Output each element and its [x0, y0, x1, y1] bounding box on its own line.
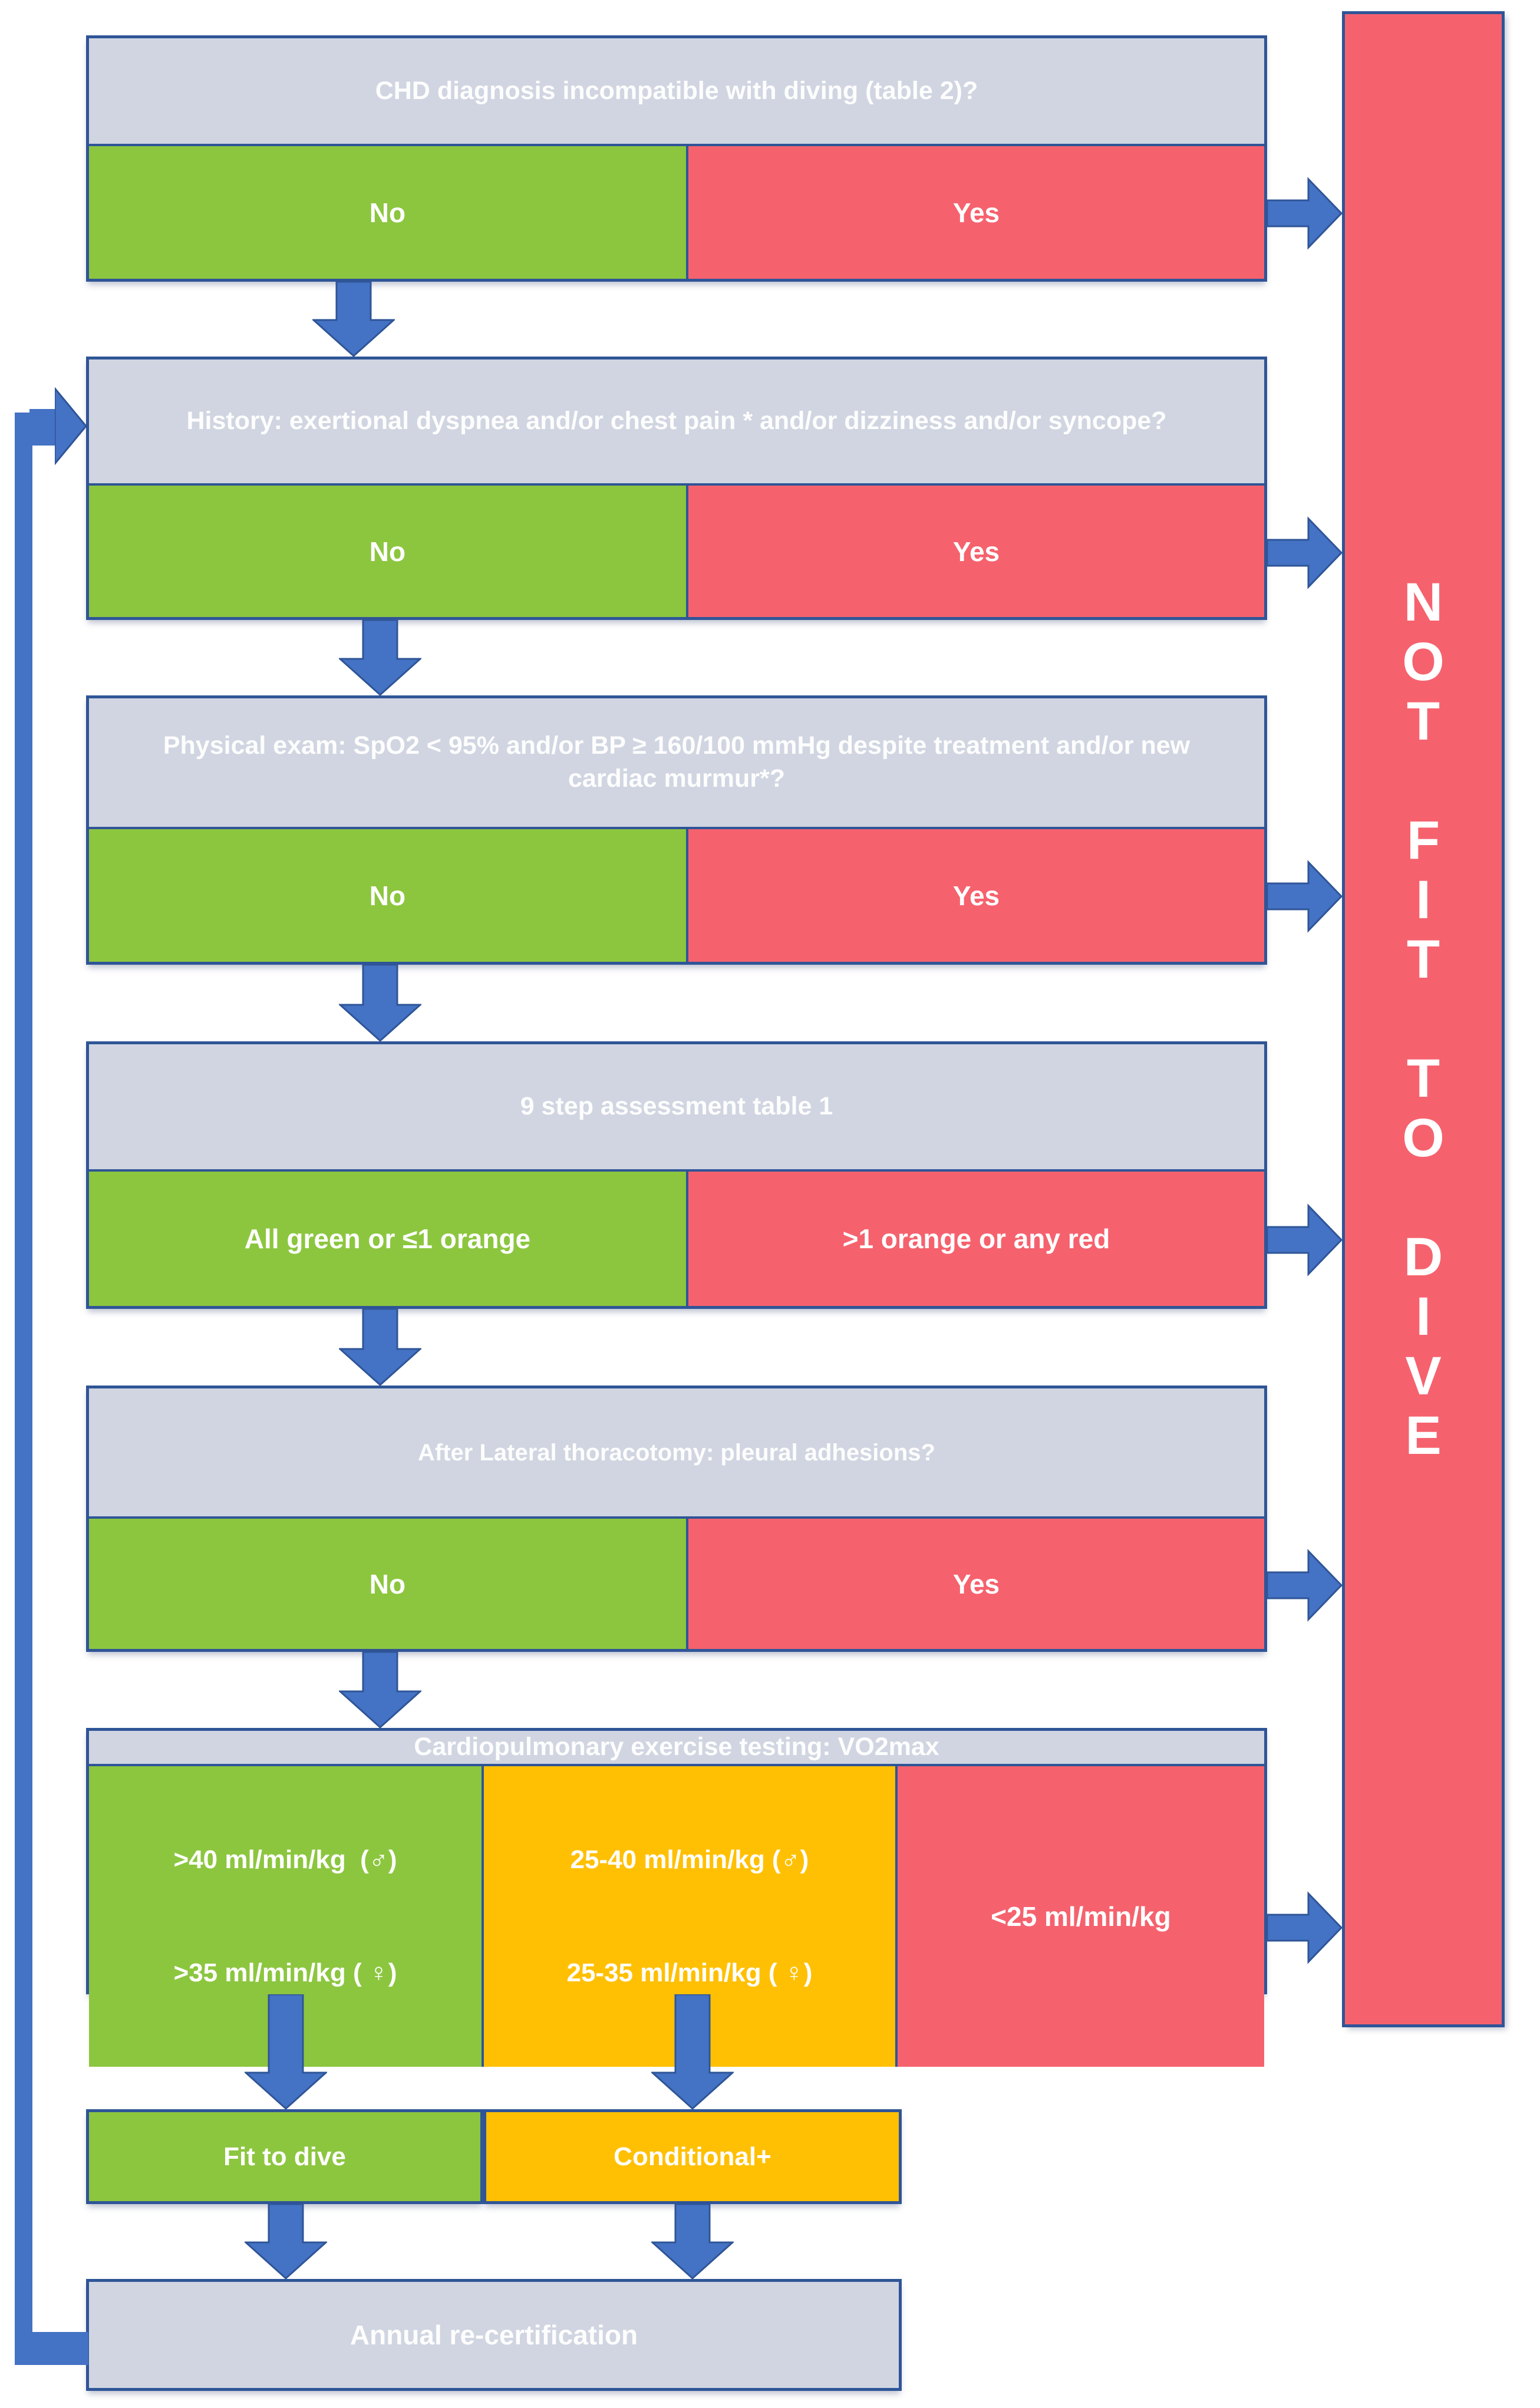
question-chd-diagnosis: CHD diagnosis incompatible with diving (… [89, 38, 1264, 146]
answer-row: No Yes [89, 1519, 1264, 1649]
annual-recertification-box: Annual re-certification [86, 2279, 902, 2391]
answer-row: No Yes [89, 146, 1264, 279]
recert-loop-top-stem [29, 409, 58, 446]
not-fit-to-dive-text: N O T F I T T O D I V E [1402, 572, 1445, 1466]
answer-yes: Yes [685, 146, 1264, 279]
answer-no: No [89, 486, 686, 617]
arrow-down-icon [651, 2204, 734, 2279]
arrow-right-icon [1267, 1203, 1342, 1276]
answer-row: No Yes [89, 829, 1264, 962]
arrow-down-icon [245, 2204, 327, 2279]
answer-row: No Yes [89, 486, 1264, 617]
decision-box-cpet: Cardiopulmonary exercise testing: VO2max… [86, 1728, 1267, 2067]
answer-orange-or-red: >1 orange or any red [685, 1172, 1264, 1306]
cpet-green-line2: >35 ml/min/kg ( ♀) [173, 1958, 397, 1987]
arrow-down-icon [339, 1309, 421, 1386]
decision-box-thoracotomy: After Lateral thoracotomy: pleural adhes… [86, 1386, 1267, 1652]
answer-yes: Yes [685, 486, 1264, 617]
answer-no: No [89, 1519, 686, 1649]
answer-yes: Yes [685, 1519, 1264, 1649]
arrow-right-icon [1267, 1549, 1342, 1622]
arrow-down-icon [339, 1652, 421, 1728]
answer-no: No [89, 146, 686, 279]
question-history: History: exertional dyspnea and/or chest… [89, 359, 1264, 486]
question-cpet: Cardiopulmonary exercise testing: VO2max [89, 1731, 1264, 1766]
not-fit-to-dive-banner: N O T F I T T O D I V E [1342, 11, 1505, 2027]
answer-yes: Yes [685, 829, 1264, 962]
question-9-step-assessment: 9 step assessment table 1 [89, 1044, 1264, 1172]
recert-loop-bottom-connector [15, 2332, 88, 2365]
outcome-conditional: Conditional+ [483, 2109, 902, 2204]
cpet-orange-line2: 25-35 ml/min/kg ( ♀) [566, 1958, 813, 1987]
cpet-green-text: >40 ml/min/kg (♂) >35 ml/min/kg ( ♀) [174, 1766, 397, 2067]
outcome-fit-to-dive: Fit to dive [86, 2109, 483, 2204]
arrow-down-icon [651, 1994, 734, 2109]
arrow-right-icon [1267, 1891, 1342, 1964]
cpet-red-cell: <25 ml/min/kg [895, 1766, 1264, 2067]
arrow-right-icon [1267, 516, 1342, 589]
answer-row: All green or ≤1 orange >1 orange or any … [89, 1172, 1264, 1306]
arrow-down-icon [245, 1994, 327, 2109]
arrow-down-icon [339, 965, 421, 1041]
answer-no: No [89, 829, 686, 962]
cpet-green-line1: >40 ml/min/kg (♂) [173, 1845, 397, 1875]
arrow-down-icon [312, 282, 395, 357]
question-thoracotomy: After Lateral thoracotomy: pleural adhes… [89, 1388, 1264, 1519]
arrow-right-icon [55, 387, 87, 465]
question-physical-exam: Physical exam: SpO2 < 95% and/or BP ≥ 16… [89, 698, 1264, 829]
arrow-right-icon [1267, 860, 1342, 933]
cpet-orange-text: 25-40 ml/min/kg (♂) 25-35 ml/min/kg ( ♀) [566, 1766, 812, 2067]
decision-box-9-step-assessment: 9 step assessment table 1 All green or ≤… [86, 1041, 1267, 1309]
arrow-right-icon [1267, 177, 1342, 250]
answer-all-green: All green or ≤1 orange [89, 1172, 686, 1306]
recert-loop-vertical-line [15, 413, 32, 2365]
decision-box-physical-exam: Physical exam: SpO2 < 95% and/or BP ≥ 16… [86, 695, 1267, 965]
decision-box-chd-diagnosis: CHD diagnosis incompatible with diving (… [86, 35, 1267, 282]
decision-box-history: History: exertional dyspnea and/or chest… [86, 357, 1267, 620]
arrow-down-icon [339, 620, 421, 695]
cpet-orange-line1: 25-40 ml/min/kg (♂) [570, 1845, 809, 1875]
